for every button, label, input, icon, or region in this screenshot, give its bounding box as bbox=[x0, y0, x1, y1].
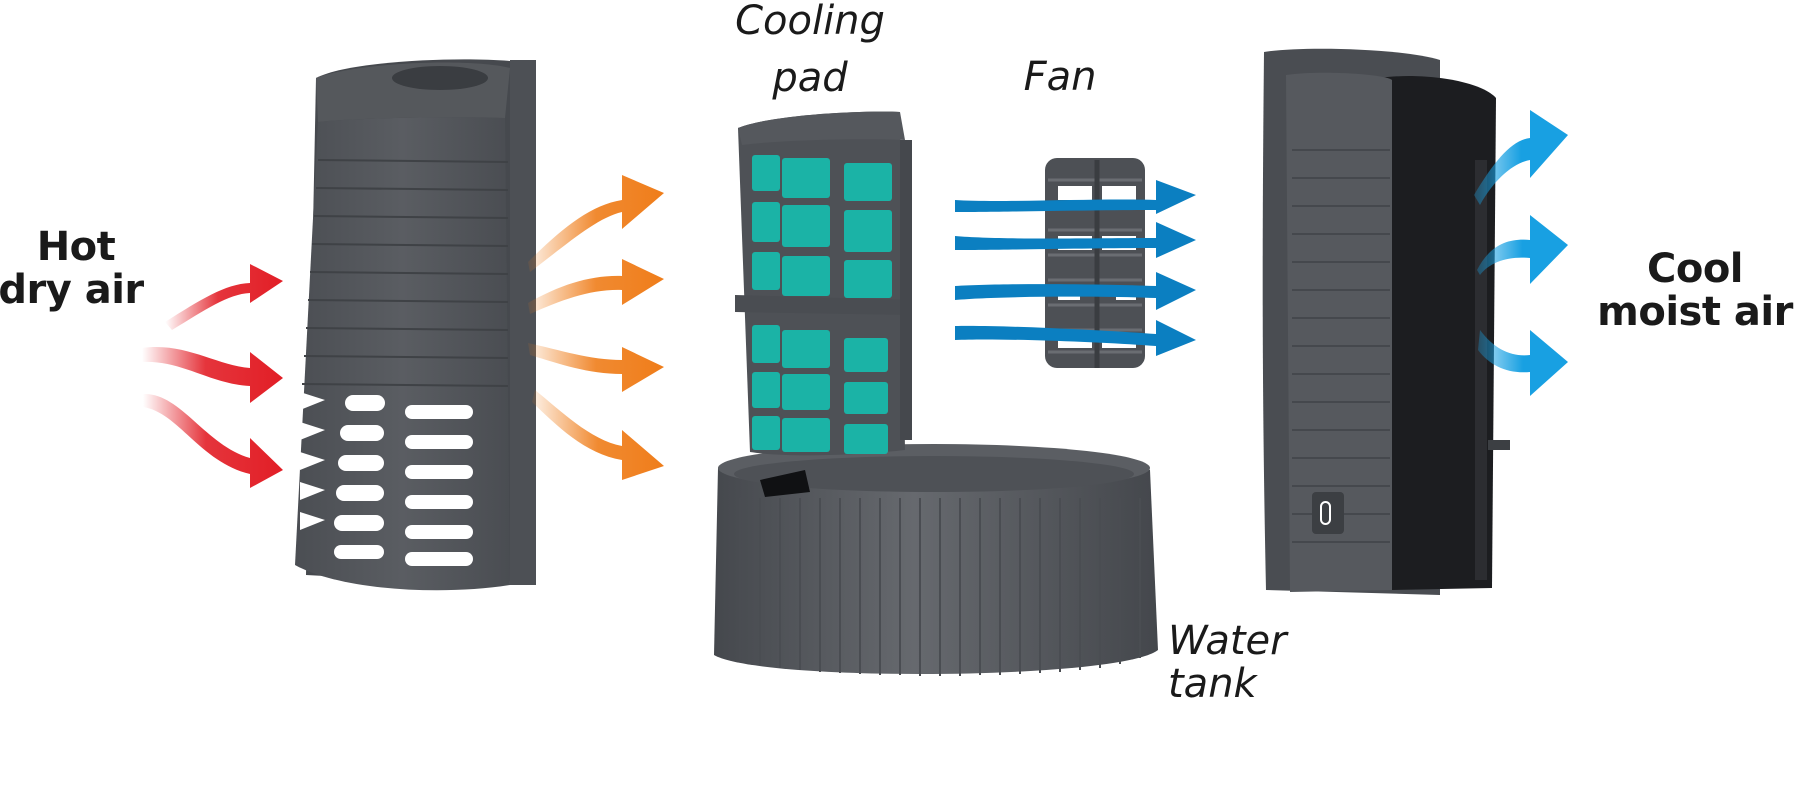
pad-cells bbox=[752, 155, 892, 454]
cool-arrow-2 bbox=[1477, 215, 1568, 284]
usb-c-port-panel bbox=[1312, 492, 1344, 534]
hot-arrow-3 bbox=[143, 393, 283, 488]
fan-arrows bbox=[955, 180, 1196, 356]
cool-arrow-3 bbox=[1478, 330, 1568, 396]
cool-air-arrows bbox=[1474, 110, 1568, 396]
outlet-housing bbox=[1262, 48, 1510, 595]
intake-shell bbox=[295, 59, 536, 591]
water-tank bbox=[714, 444, 1158, 676]
cooling-pad-line2: pad bbox=[772, 55, 848, 102]
hot-label-line2: dry air bbox=[0, 267, 144, 314]
fan-arrow-3 bbox=[955, 272, 1196, 310]
water-tank-line2: tank bbox=[1168, 661, 1257, 708]
warm-arrow-1 bbox=[528, 175, 664, 272]
warm-arrow-4 bbox=[532, 390, 664, 480]
housing-ridges bbox=[1292, 149, 1390, 543]
hot-label-line1: Hot bbox=[36, 224, 116, 270]
warm-arrow-2 bbox=[528, 259, 664, 314]
intake-vents bbox=[300, 392, 473, 566]
fan-label: Fan bbox=[1023, 54, 1097, 100]
tank-ribs bbox=[739, 498, 1141, 676]
warm-air-arrows bbox=[528, 175, 664, 480]
hot-arrow-1 bbox=[165, 264, 283, 330]
cooling-pad bbox=[735, 111, 912, 456]
water-tank-line1: Water bbox=[1168, 618, 1287, 664]
fan-arrow-2 bbox=[955, 222, 1196, 258]
fan-arrow-1 bbox=[955, 180, 1196, 214]
usb-c-port-icon bbox=[1320, 501, 1331, 525]
cool-label-line1: Cool bbox=[1646, 246, 1744, 292]
water-tank-label: Water tank bbox=[1168, 618, 1287, 708]
warm-arrow-3 bbox=[528, 343, 664, 392]
cooling-pad-label: Cooling pad bbox=[700, 0, 920, 100]
hot-dry-air-label: Hot dry air bbox=[0, 224, 152, 314]
hot-air-arrows bbox=[142, 264, 283, 488]
hot-arrow-2 bbox=[142, 347, 283, 403]
cool-moist-air-label: Cool moist air bbox=[1590, 246, 1799, 336]
cooling-pad-line1: Cooling bbox=[735, 0, 885, 44]
cool-label-line2: moist air bbox=[1597, 289, 1793, 336]
cool-arrow-1 bbox=[1474, 110, 1568, 205]
fan-arrow-4 bbox=[955, 320, 1196, 356]
